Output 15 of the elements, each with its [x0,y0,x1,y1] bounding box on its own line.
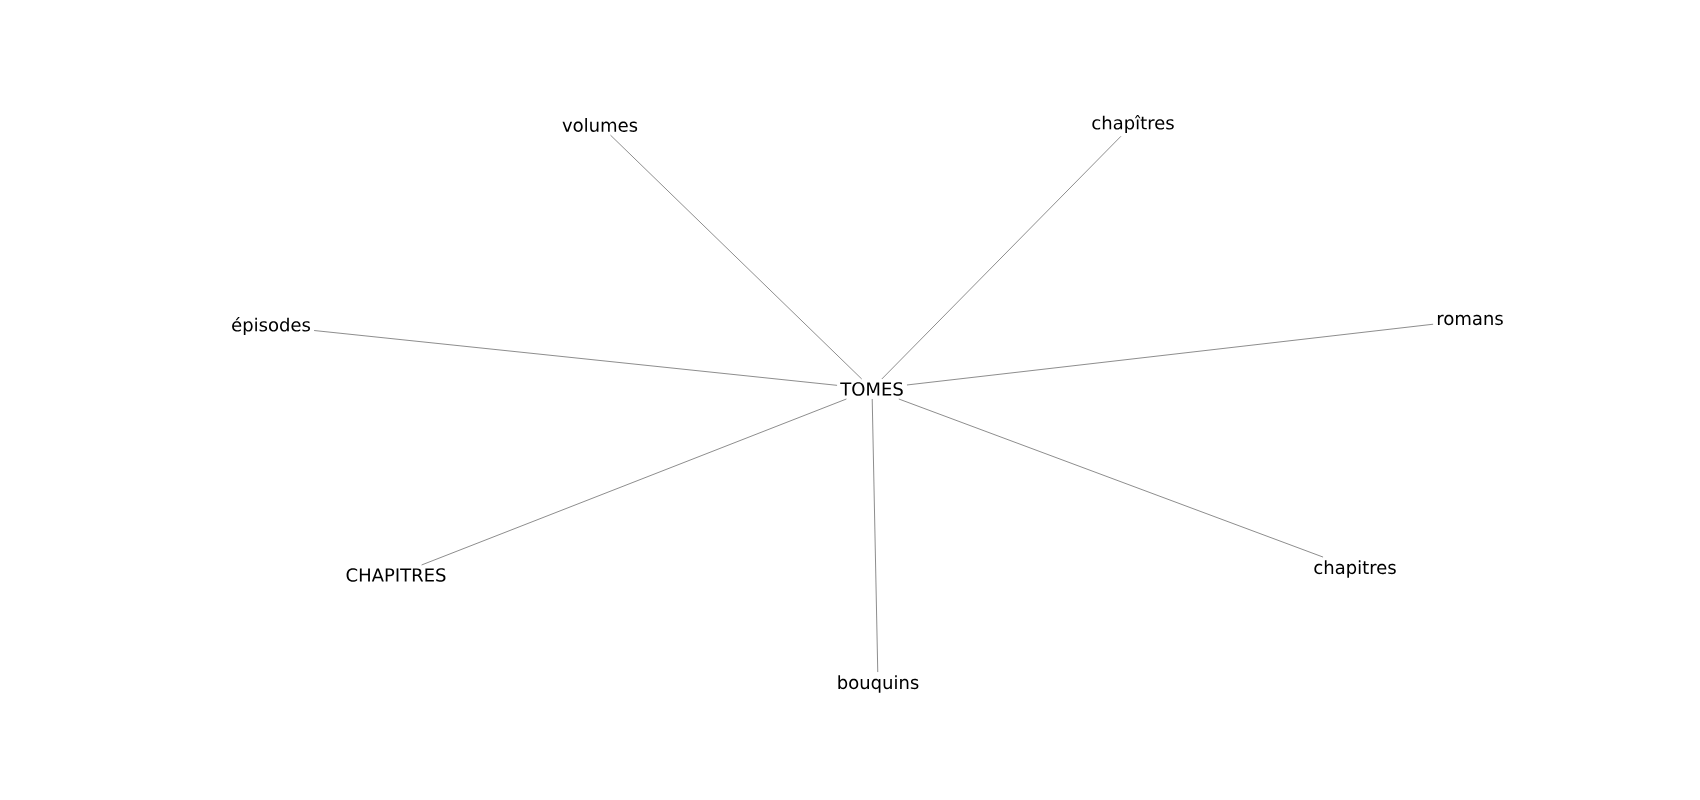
word-label: TOMES [840,382,903,396]
word-label: bouquins [838,675,919,693]
connector-line [898,398,1324,558]
word-label: volumes [562,118,638,132]
word-label: CHAPITRES [346,568,446,582]
connector-line [871,398,879,673]
word-label: chapîtres [1092,114,1174,134]
word-label: romans [1437,314,1503,326]
connector-line [421,398,847,566]
word-label: épisodes [232,316,311,336]
connector-line [906,323,1434,386]
connector-line [610,134,863,380]
connector-line [881,135,1122,380]
connector-line [313,330,838,386]
word-label: chapitres [1314,560,1396,578]
